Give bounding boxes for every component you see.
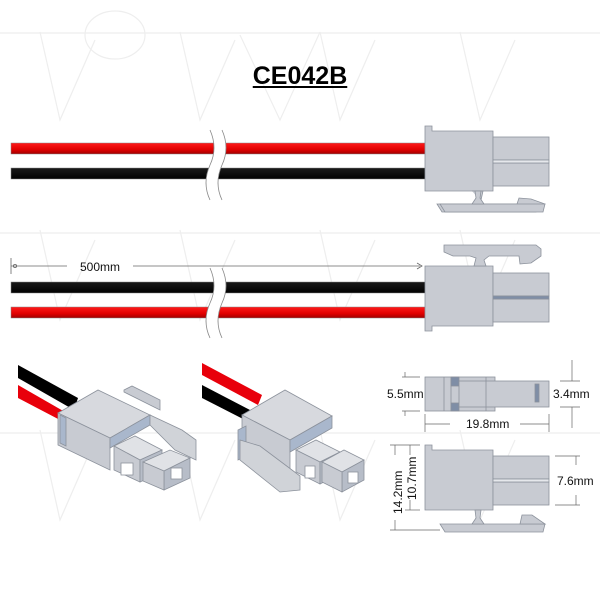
side-view-top [10,125,550,213]
dim-body-height: 10.7mm [405,457,419,500]
dimension-lines-top [402,360,580,432]
wire-black [18,365,78,410]
connector-top-view [424,376,550,412]
wire-red [202,363,262,405]
connector-side-dimensioned [424,444,550,533]
connector-side-bottom [424,244,550,332]
connector-3d-left [57,385,197,491]
top-view-dimensioned: 5.5mm 3.4mm 19.8mm [387,360,590,432]
dim-top-height: 5.5mm [387,387,424,401]
dim-overall-length: 19.8mm [466,417,509,431]
cable-length-dimension [10,258,423,274]
wire-break-symbol [205,129,227,201]
cable-length-label: 500mm [80,260,120,274]
3d-view-right [202,363,365,493]
dim-pitch-height: 7.6mm [557,474,594,488]
connector-3d-right [237,389,365,493]
wire-black [202,385,250,420]
dimension-lines-side [390,444,580,531]
side-view-bottom: 500mm [10,244,550,339]
dim-pin-height: 3.4mm [553,387,590,401]
3d-view-left [18,365,197,491]
wire-break-symbol [205,267,227,339]
part-number-title: CE042B [252,62,348,90]
dim-total-height: 14.2mm [391,471,405,514]
side-view-dimensioned: 14.2mm 10.7mm 7.6mm [390,444,594,533]
connector-side-top [424,125,550,213]
wire-red [18,385,65,420]
